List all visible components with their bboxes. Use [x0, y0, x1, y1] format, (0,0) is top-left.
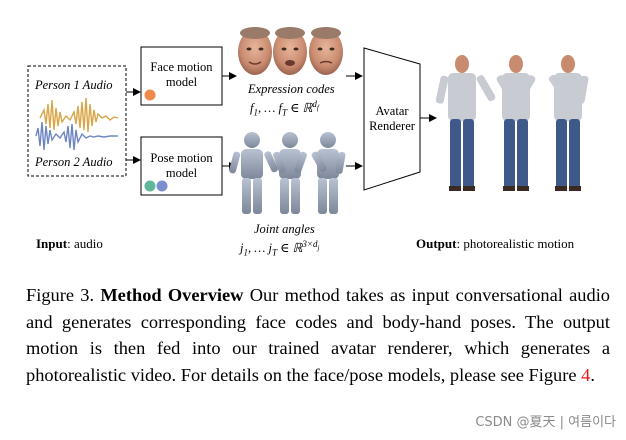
caption-end: .: [590, 364, 595, 385]
expression-codes-math: f1, … fT ∈ ℝdf: [250, 99, 319, 118]
caption-figure-ref[interactable]: 4: [581, 364, 591, 385]
method-overview-figure: Person 1 Audio Person 2 Audio Face motio…: [27, 27, 589, 258]
expression-faces: [238, 27, 343, 75]
f-symbol: f: [250, 101, 254, 116]
input-label: Input: audio: [36, 236, 103, 252]
input-rest: : audio: [67, 236, 103, 251]
person1-audio-label: Person 1 Audio: [35, 78, 113, 92]
caption-text: Our method takes as input conversational…: [26, 285, 611, 385]
photorealistic-people: [435, 55, 589, 191]
renderer-line1: Avatar: [375, 104, 409, 118]
output-bold: Output: [416, 236, 457, 251]
joint-angles-math: j1, … jT ∈ ℝ3×dj: [240, 239, 320, 258]
output-label: Output: photorealistic motion: [416, 236, 574, 252]
pose-meshes: [229, 132, 346, 214]
renderer-line2: Renderer: [369, 119, 415, 133]
figure-diagram: [27, 27, 589, 214]
joint-angles-label: Joint angles: [254, 222, 315, 236]
audio-waveform-person2: [35, 121, 118, 151]
face-model-dot: [144, 89, 156, 101]
caption-figure-label: Figure 3.: [26, 285, 95, 305]
pose-model-line2: model: [165, 166, 198, 180]
avatar-renderer-block: [363, 47, 421, 191]
caption-title: Method Overview: [100, 285, 244, 305]
pose-motion-model-label: Pose motion model: [141, 151, 222, 181]
audio-waveform-person1: [39, 97, 119, 133]
avatar-renderer-label: Avatar Renderer: [364, 104, 420, 134]
person2-audio-label: Person 2 Audio: [35, 155, 113, 169]
face-model-line1: Face motion: [150, 60, 213, 74]
expression-codes-label: Expression codes: [248, 82, 335, 96]
pose-model-dot-green: [144, 180, 156, 192]
figure-caption: Figure 3. Method Overview Our method tak…: [26, 282, 610, 388]
output-rest: : photorealistic motion: [456, 236, 575, 251]
face-motion-model-label: Face motion model: [141, 60, 222, 90]
pose-model-line1: Pose motion: [150, 151, 213, 165]
pose-model-dot-blue: [156, 180, 168, 192]
input-bold: Input: [36, 236, 68, 251]
csdn-watermark: CSDN @夏天 | 여름이다: [475, 415, 616, 430]
audio-box: [27, 65, 127, 177]
face-model-line2: model: [165, 75, 198, 89]
